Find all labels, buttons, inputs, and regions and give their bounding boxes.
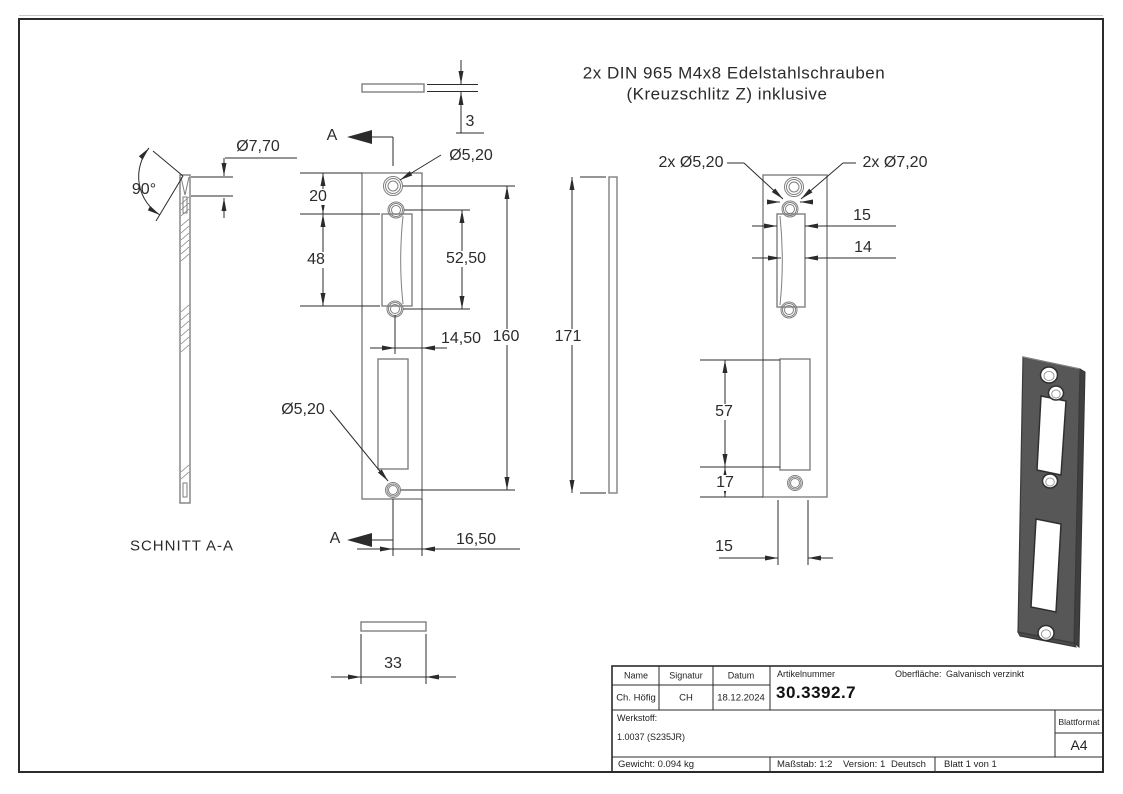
- tb-massstab: Maßstab: 1:2: [777, 759, 833, 770]
- tb-blattformat-label: Blattformat: [1058, 716, 1100, 727]
- dim-15-14: [752, 223, 896, 261]
- dim-label-14: 14: [854, 239, 872, 256]
- tb-version: Version: 1: [843, 759, 886, 770]
- back-hole-3: [780, 301, 798, 319]
- dim-label-57: 57: [713, 403, 735, 420]
- render-bottom-screw-hole: [1037, 624, 1055, 642]
- leader-hole-dia-top: [399, 154, 442, 181]
- render-latch-hole-top: [1047, 385, 1065, 401]
- tb-oberflaeche-value: Galvanisch verzinkt: [946, 669, 1025, 679]
- tb-gewicht: Gewicht: 0.094 kg: [618, 759, 695, 770]
- tb-datum-label: Datum: [727, 670, 755, 681]
- top-view: [361, 60, 484, 134]
- render-deadbolt-cutout: [1030, 518, 1062, 613]
- front-latch-cutout: [381, 213, 413, 307]
- cut-label-a-top: A: [326, 127, 338, 144]
- section-caption: SCHNITT A-A: [129, 537, 235, 555]
- tb-sprache: Deutsch: [891, 759, 926, 770]
- front-hole-top: [383, 176, 403, 196]
- render-latch-hole-bottom: [1041, 473, 1059, 489]
- render-3d: [1017, 356, 1086, 649]
- render-top-screw-hole: [1039, 366, 1059, 384]
- dim-57-17: [700, 359, 780, 498]
- top-view-plate: [361, 83, 425, 93]
- tb-datum-value: 18.12.2024: [717, 692, 765, 704]
- section-hatching: [180, 196, 190, 480]
- dim-14-50: [370, 315, 447, 354]
- bottom-view-plate: [360, 621, 427, 632]
- front-hole-2: [387, 201, 405, 219]
- tb-oberflaeche-label: Oberfläche:: [895, 669, 942, 679]
- leader-hole-dia-bottom: [329, 409, 389, 482]
- dim-label-hole-dia-top: Ø5,20: [449, 147, 493, 164]
- dim-label-17: 17: [714, 474, 736, 491]
- dim-label-2x-7-20: 2x Ø7,20: [862, 154, 928, 171]
- dim-thickness: [427, 60, 484, 134]
- sheet-border-frame: [18, 18, 1104, 773]
- back-latch-cutout: [776, 213, 806, 308]
- back-hole-bottom: [787, 475, 803, 491]
- tb-werkstoff-label: Werkstoff:: [617, 713, 658, 723]
- section-view: [138, 147, 297, 504]
- bottom-view: [331, 621, 456, 684]
- dim-33: [331, 634, 456, 684]
- front-view: [300, 130, 520, 556]
- dim-label-16-50: 16,50: [453, 531, 499, 548]
- dim-bottom-15: [719, 500, 833, 565]
- dim-label-171: 171: [552, 328, 584, 345]
- back-hole-top: [784, 177, 804, 197]
- back-view: [700, 162, 896, 565]
- dim-label-2x-5-20: 2x Ø5,20: [658, 154, 724, 171]
- dim-label-48: 48: [305, 251, 327, 268]
- tb-signatur-value: CH: [679, 692, 693, 704]
- dim-label-countersink-dia: Ø7,70: [236, 138, 280, 155]
- tb-artikelnummer-value: 30.3392.7: [776, 683, 857, 702]
- tb-artikelnummer-label: Artikelnummer: [777, 669, 836, 679]
- tb-name-label: Name: [623, 670, 649, 681]
- tb-name-value: Ch. Höfig: [616, 692, 656, 704]
- back-plate-outline: [762, 174, 828, 498]
- section-plate-outline: [179, 174, 191, 504]
- tb-blattformat-value: A4: [1070, 737, 1088, 753]
- dim-label-15: 15: [853, 207, 871, 224]
- back-deadbolt-cutout: [779, 358, 811, 471]
- dim-16-50: [357, 499, 520, 556]
- note-line-2: (Kreuzschlitz Z) inklusive: [626, 84, 828, 104]
- cut-label-a-bottom: A: [329, 530, 341, 547]
- front-deadbolt-cutout: [377, 358, 409, 470]
- edge-plate-outline: [608, 176, 618, 494]
- tb-werkstoff-value: 1.0037 (S235JR): [617, 732, 686, 742]
- tb-signatur-label: Signatur: [669, 670, 703, 681]
- render-latch-cutout: [1036, 395, 1067, 476]
- title-block-grid: [611, 665, 1104, 773]
- front-hole-bottom: [385, 482, 401, 498]
- dim-label-hole-dia-bottom: Ø5,20: [281, 401, 325, 418]
- tb-blatt: Blatt 1 von 1: [944, 759, 997, 770]
- dim-label-90deg: 90°: [131, 181, 157, 198]
- leader-2x-holes: [727, 162, 856, 205]
- front-plate-outline: [361, 172, 423, 500]
- dim-label-14-50: 14,50: [438, 330, 484, 347]
- front-hole-3: [386, 300, 404, 318]
- note-line-1: 2x DIN 965 M4x8 Edelstahlschrauben: [582, 63, 886, 83]
- dim-label-160: 160: [490, 328, 522, 345]
- dim-label-20: 20: [307, 188, 329, 205]
- dim-countersink-dia: [191, 157, 297, 218]
- dim-label-bottom-15: 15: [715, 538, 733, 555]
- dim-90deg: [138, 147, 184, 222]
- dim-label-52-50: 52,50: [443, 250, 489, 267]
- dim-label-3: 3: [465, 113, 475, 130]
- dim-label-33: 33: [384, 655, 402, 672]
